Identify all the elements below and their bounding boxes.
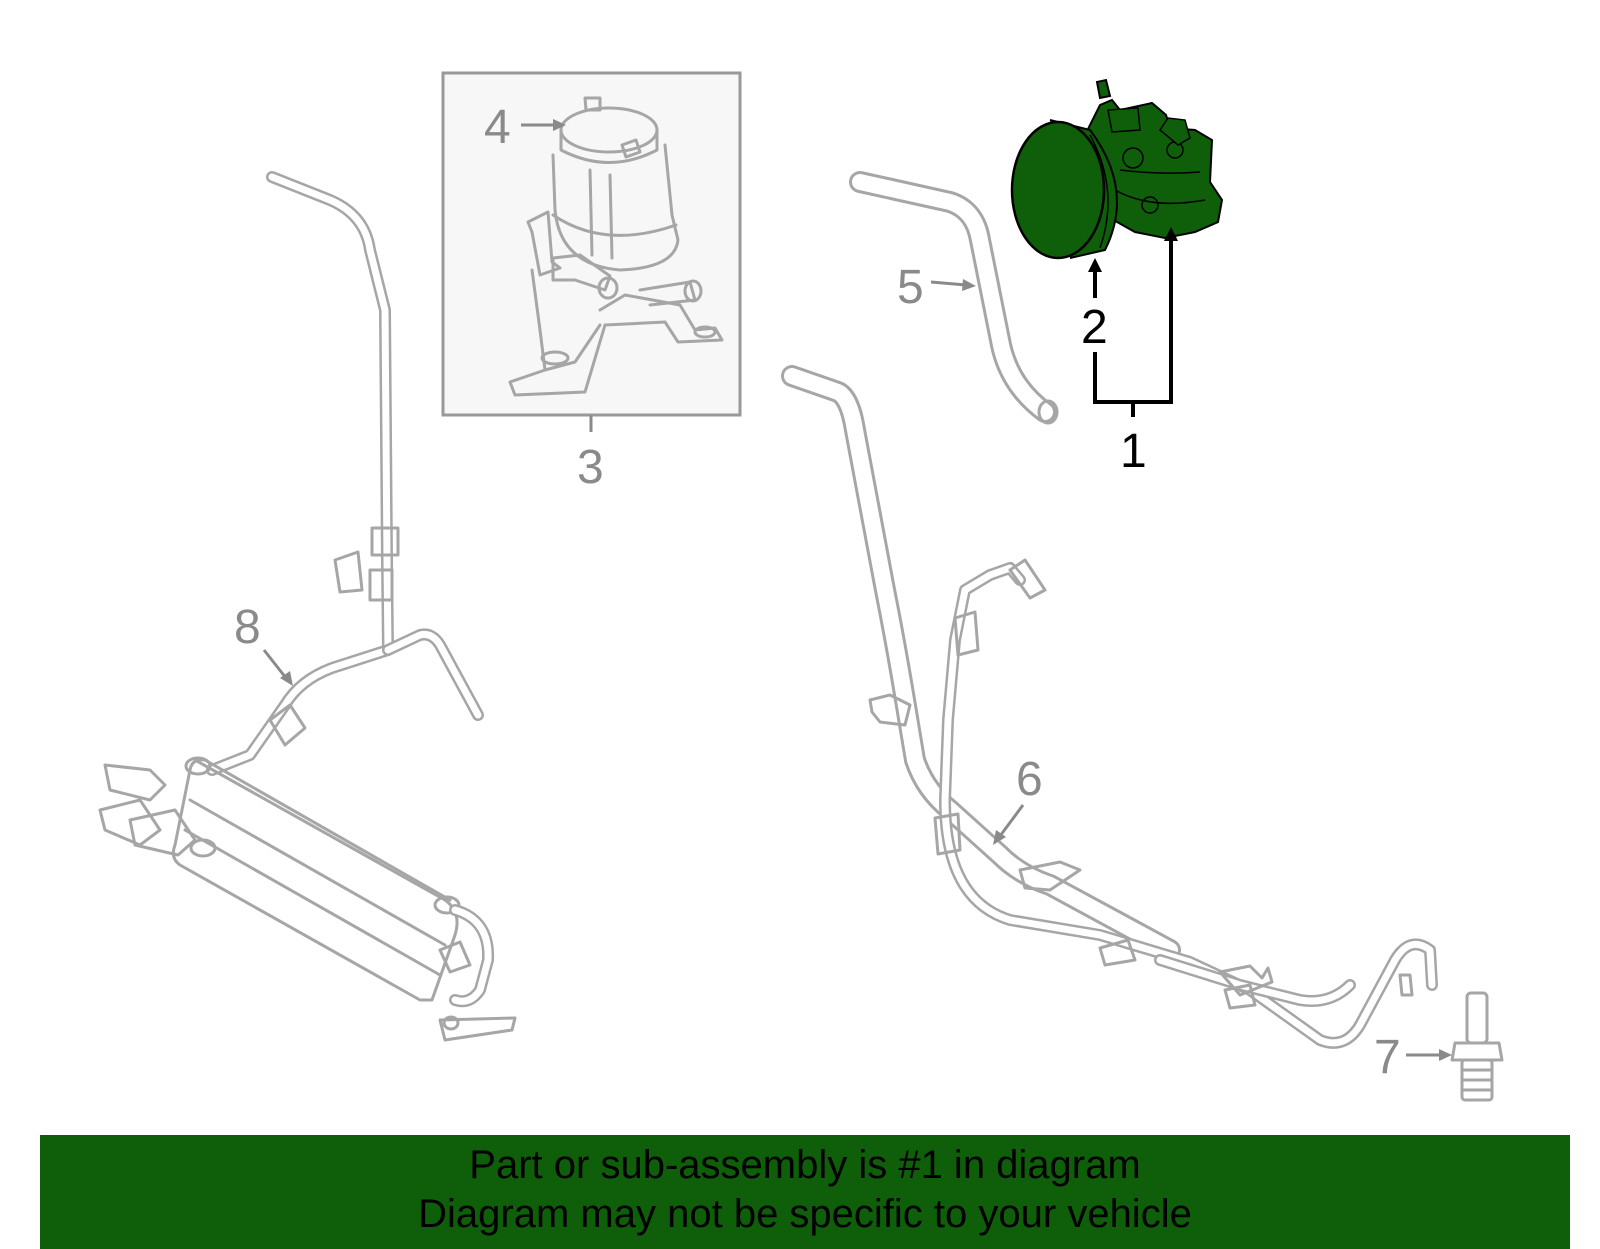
callout-6: 6 bbox=[1016, 753, 1043, 806]
footer-line-2: Diagram may not be specific to your vehi… bbox=[418, 1192, 1192, 1236]
callout-6-arrow bbox=[993, 804, 1025, 845]
callout-8: 8 bbox=[234, 601, 261, 654]
power-steering-pump bbox=[1010, 78, 1224, 260]
footer-line-1: Part or sub-assembly is #1 in diagram bbox=[469, 1143, 1141, 1187]
callout-7-arrow bbox=[1406, 1049, 1452, 1061]
oil-cooler-assembly bbox=[98, 171, 517, 1042]
footer-banner: Part or sub-assembly is #1 in diagram Di… bbox=[40, 1135, 1570, 1249]
callout-8-arrow bbox=[262, 649, 293, 686]
reservoir-assembly bbox=[441, 71, 742, 417]
callout-1: 1 bbox=[1120, 425, 1147, 478]
callout-2: 2 bbox=[1081, 301, 1108, 354]
callout-3: 3 bbox=[577, 441, 604, 494]
hose-fitting bbox=[1450, 991, 1504, 1102]
callout-5-arrow bbox=[930, 279, 976, 291]
callout-7: 7 bbox=[1374, 1031, 1401, 1084]
pump-pulley bbox=[1010, 120, 1106, 260]
callout-4: 4 bbox=[484, 101, 511, 154]
callout-4-arrow bbox=[521, 119, 566, 131]
callout-5: 5 bbox=[897, 261, 924, 314]
callout-1-2-leaders bbox=[1088, 227, 1178, 417]
suction-hose bbox=[849, 171, 1059, 425]
pressure-hose-assembly bbox=[781, 365, 1438, 1049]
